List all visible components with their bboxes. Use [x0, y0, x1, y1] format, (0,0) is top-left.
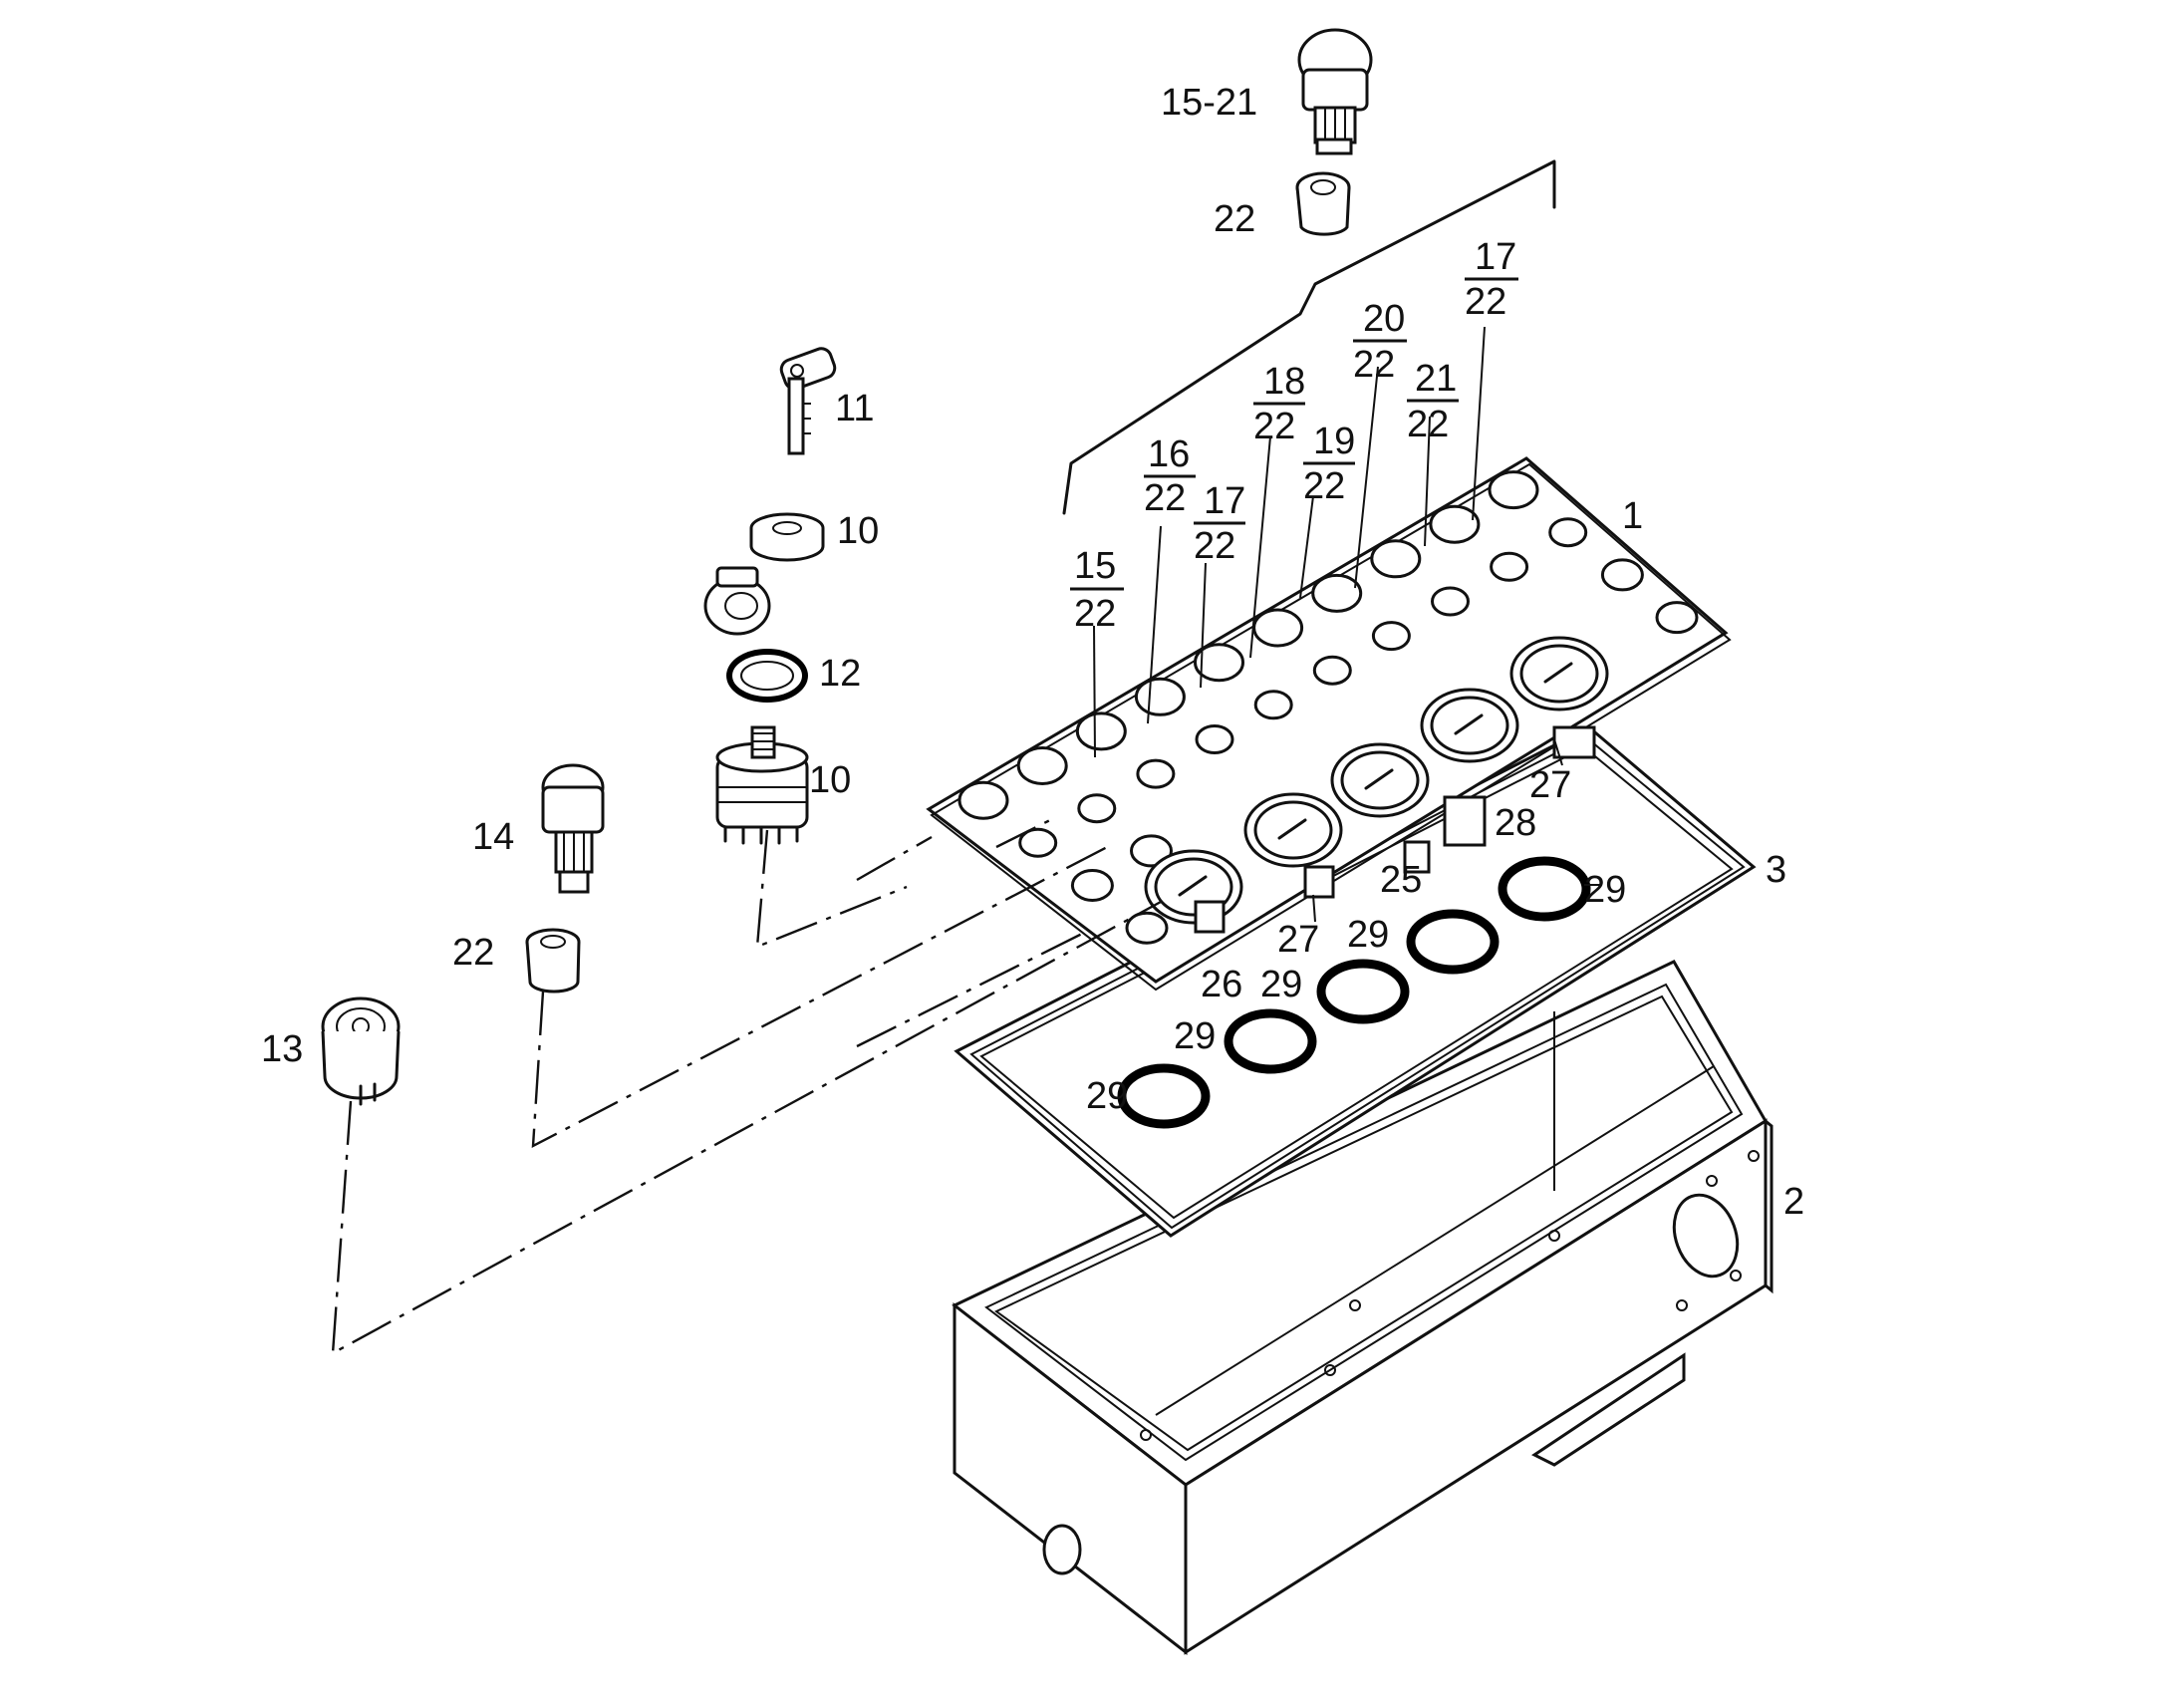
switch-12	[703, 566, 808, 703]
fraction-top: 17	[1204, 480, 1245, 522]
gauge	[1509, 636, 1609, 711]
panel-hole	[1429, 504, 1481, 544]
fraction-bottom: 22	[1465, 281, 1506, 323]
fraction-21-22: 21 22	[1407, 358, 1459, 445]
label-part-1: 1	[1622, 495, 1643, 537]
fraction-20-22: 20 22	[1353, 298, 1407, 386]
panel-hole	[1600, 558, 1644, 592]
fraction-top: 21	[1415, 358, 1457, 400]
label-part-10-top: 10	[837, 510, 879, 552]
ignition-switch-10	[715, 725, 809, 845]
gauge	[1330, 742, 1430, 818]
panel-hole	[1018, 827, 1058, 858]
fraction-bottom: 22	[1074, 593, 1116, 635]
label-part-27-center: 27	[1277, 919, 1319, 961]
panel-hole	[957, 780, 1009, 820]
instrument-panel	[926, 456, 1732, 992]
gauge	[1144, 849, 1243, 925]
label-part-13: 13	[261, 1028, 303, 1070]
label-part-29-a: 29	[1584, 869, 1626, 911]
panel-hole	[1490, 551, 1529, 582]
label-part-2: 2	[1783, 1181, 1804, 1223]
fraction-bottom: 22	[1144, 477, 1186, 519]
label-part-29-d: 29	[1174, 1015, 1216, 1057]
label-part-27-right: 27	[1529, 764, 1571, 806]
panel-hole	[1655, 601, 1699, 635]
nut-10-top	[749, 512, 825, 562]
panel-hole	[1070, 869, 1114, 902]
light-15-21-top	[1297, 28, 1373, 155]
fraction-15-22: 15 22	[1070, 545, 1124, 635]
group-bracket	[1062, 159, 1556, 515]
label-part-28: 28	[1495, 802, 1536, 844]
o-rings	[1117, 856, 1591, 1129]
rotary-switch-13	[321, 996, 401, 1106]
bulb-holder-22-left	[525, 928, 581, 994]
panel-hole	[1548, 517, 1588, 548]
gauge	[1420, 688, 1519, 763]
panel-hole	[1253, 690, 1293, 720]
panel-hole	[1195, 724, 1234, 754]
label-part-15-21: 15-21	[1161, 82, 1257, 124]
fraction-top: 17	[1475, 236, 1516, 278]
bulb-holder-22-top	[1295, 171, 1351, 236]
panel-hole	[1370, 539, 1422, 579]
panel-hole	[1077, 793, 1117, 824]
label-part-26: 26	[1201, 964, 1242, 1005]
panel-hole	[1075, 711, 1127, 751]
key-11	[779, 347, 837, 455]
panel-hole	[1136, 758, 1176, 789]
label-part-22-left: 22	[452, 932, 494, 974]
enclosure-box	[952, 960, 1774, 1656]
fraction-top: 16	[1148, 433, 1190, 475]
panel-hole	[1125, 911, 1169, 945]
fraction-labels: 15 22 16 22 17 22 18 22 19 22 20 22	[1070, 236, 1518, 635]
gauge	[1243, 792, 1343, 868]
fraction-18-22: 18 22	[1253, 361, 1305, 447]
panel-hole	[1134, 677, 1186, 716]
label-part-29-b: 29	[1347, 914, 1389, 956]
fraction-17-22-right: 17 22	[1465, 236, 1518, 323]
panel-hole	[1371, 621, 1411, 652]
fraction-top: 20	[1363, 298, 1405, 340]
label-part-10-switch: 10	[809, 759, 851, 801]
fraction-top: 19	[1313, 421, 1355, 462]
label-part-22-top: 22	[1214, 198, 1255, 240]
label-part-29-e: 29	[1086, 1075, 1128, 1117]
panel-hole	[1431, 586, 1470, 617]
label-part-3: 3	[1766, 849, 1786, 891]
callout-labels: 1 2 3 10 10 11 12 13 14 15-21 22 22 25 2…	[261, 82, 1804, 1223]
label-part-11: 11	[835, 388, 874, 429]
fraction-bottom: 22	[1353, 344, 1395, 386]
panel-hole	[1194, 643, 1244, 683]
panel-hole	[1312, 655, 1352, 686]
fraction-17-22-left: 17 22	[1194, 480, 1245, 567]
fraction-19-22: 19 22	[1303, 421, 1355, 507]
fraction-bottom: 22	[1194, 525, 1235, 567]
label-part-29-c: 29	[1260, 964, 1302, 1005]
fraction-16-22: 16 22	[1144, 433, 1196, 519]
fraction-bottom: 22	[1303, 465, 1345, 507]
panel-hole	[1252, 608, 1304, 648]
label-part-14: 14	[472, 816, 514, 858]
panel-hole	[1016, 746, 1068, 785]
panel-hole	[1130, 834, 1173, 868]
fraction-top: 15	[1074, 545, 1116, 587]
panel-hole	[1488, 470, 1539, 510]
label-part-25: 25	[1380, 859, 1422, 901]
label-part-12: 12	[819, 653, 861, 695]
fraction-bottom: 22	[1253, 406, 1295, 447]
panel-hole	[1311, 573, 1363, 613]
leader-lines	[331, 326, 1602, 1356]
warning-light-14	[541, 763, 605, 894]
fraction-bottom: 22	[1407, 404, 1449, 445]
fraction-top: 18	[1263, 361, 1305, 403]
